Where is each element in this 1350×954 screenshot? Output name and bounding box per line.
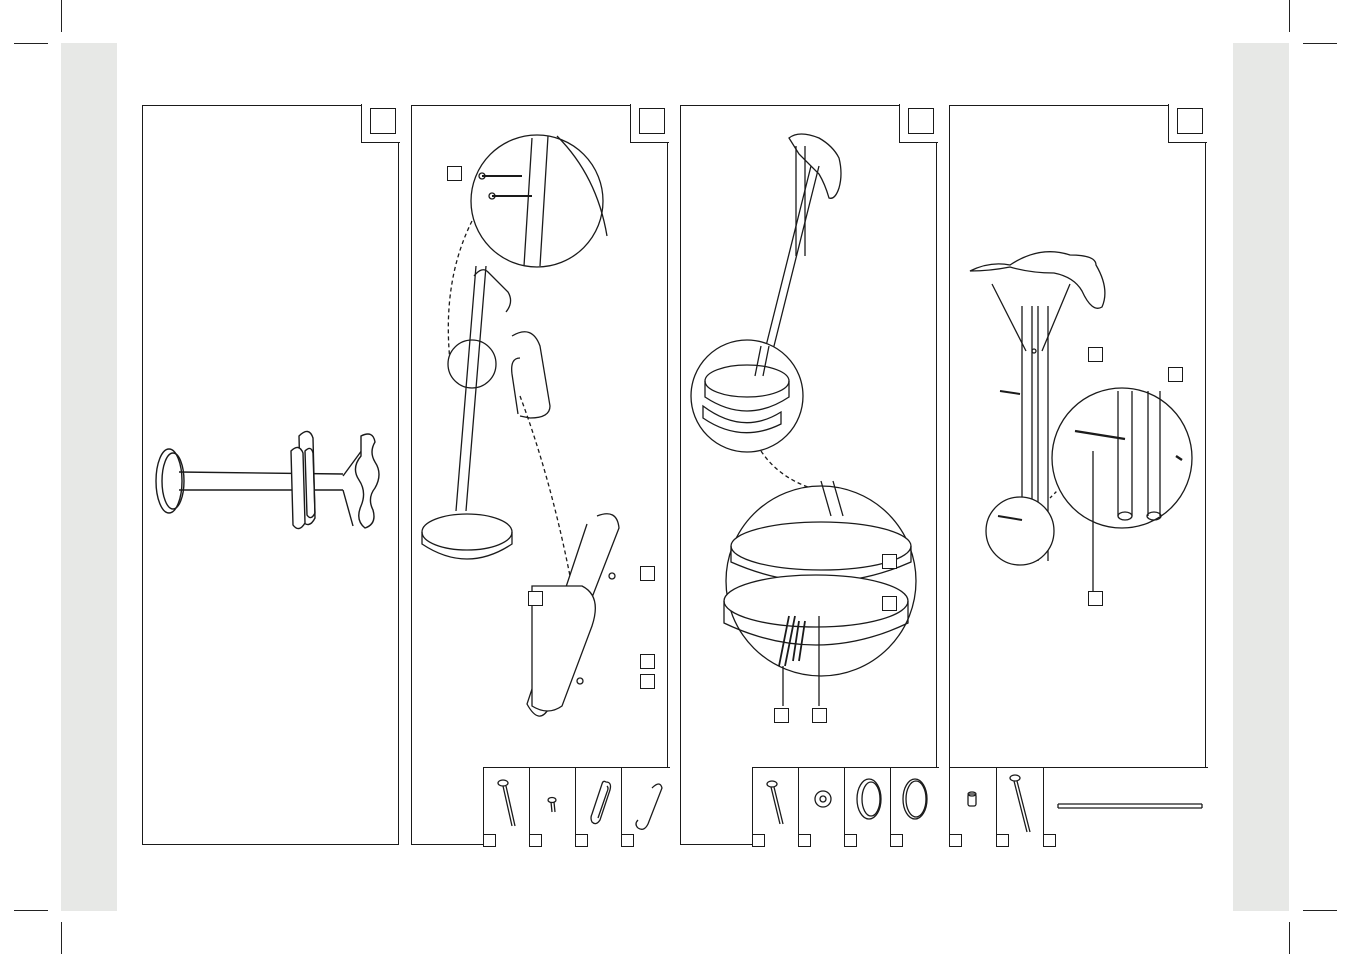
callout-box [1088,347,1103,362]
barrel-nut-icon [967,790,977,807]
step-number-notch [1167,104,1207,144]
callout-box [528,591,543,606]
assembled-stand-illustration [155,430,380,530]
part-label [798,833,811,847]
step-number-box [369,108,396,135]
callout-box [640,674,655,689]
left-margin-band [61,43,117,911]
callout-box [774,708,789,723]
callout-box [640,654,655,669]
long-screw-icon [497,778,516,826]
crop-mark [1289,0,1290,32]
base-assembly-illustration [690,133,917,706]
callout-box [1088,591,1103,606]
step-number-notch [629,104,669,144]
part-cell [529,767,576,847]
part-label [483,833,496,847]
washer-icon [814,789,832,808]
hook-attachment-illustration [421,134,620,717]
step-number-box [907,108,934,135]
part-label [890,833,903,847]
crop-mark [61,922,62,954]
part-cell [890,768,937,847]
crop-mark [61,0,62,32]
part-cell [949,767,997,847]
right-margin-band [1233,43,1289,911]
base-disc-top-icon [856,777,882,820]
oval-loop-icon [590,780,612,824]
parts-strip [949,766,1208,847]
step-number-notch [898,104,938,144]
part-cell [621,768,668,847]
part-cell [752,767,799,847]
crop-mark [1303,43,1337,44]
parts-strip [752,766,939,847]
crop-mark [14,910,48,911]
crop-mark [14,43,48,44]
step-panel-3 [680,104,939,847]
part-label [752,833,765,847]
step-panel-4 [949,104,1208,847]
callout-box [882,596,897,611]
part-label [1043,833,1056,847]
s-hook-icon [635,782,663,830]
base-disc-bottom-icon [902,777,928,820]
part-label [996,833,1009,847]
callout-box [812,708,827,723]
part-label [949,833,962,847]
part-label [529,833,542,847]
step-panel-2 [411,104,670,847]
part-cell [996,767,1044,847]
crop-mark [1303,910,1337,911]
rod-insertion-illustration [969,251,1193,591]
long-bolt-icon [1009,773,1031,832]
part-cell [798,767,845,847]
bolt-icon [766,779,784,824]
part-cell [575,767,622,847]
part-cell [1043,768,1208,847]
callout-box [882,554,897,569]
callout-box [1168,367,1183,382]
step-number-box [638,108,665,135]
step-number-box [1176,108,1203,135]
short-screw-icon [547,796,557,812]
part-cell [844,767,891,847]
part-label [621,833,634,847]
part-cell [483,767,530,847]
part-label [575,833,588,847]
crop-mark [1289,922,1290,954]
rod-icon [1057,802,1203,809]
step-number-notch [360,104,400,144]
callout-box [447,166,462,181]
parts-strip [483,766,670,847]
step-panel-1 [142,104,400,845]
callout-box [640,566,655,581]
part-label [844,833,857,847]
